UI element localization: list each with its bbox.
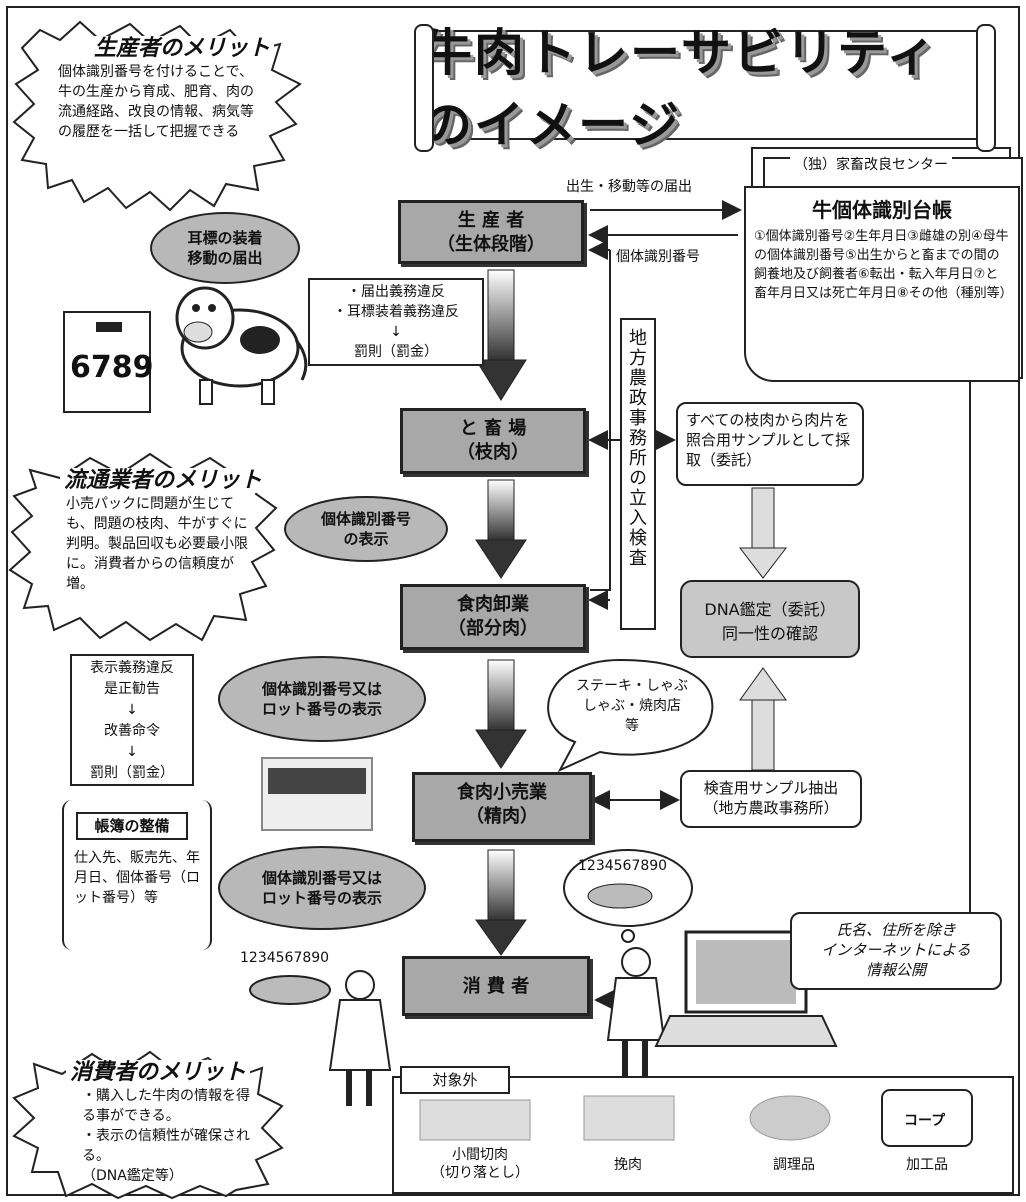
excluded-item-3-img <box>749 1095 831 1141</box>
excluded-item-2: 挽肉 <box>614 1157 642 1173</box>
sample-collection-box: すべての枝肉から肉片を照合用サンプルとして採取（委託） <box>676 402 864 486</box>
meat-pack-left <box>249 975 331 1005</box>
diagram-frame <box>6 6 1020 1196</box>
flow-wholesaler-stage: （部分肉） <box>448 618 538 639</box>
excluded-item-1-img <box>419 1099 531 1141</box>
ledger-bracket <box>62 800 212 950</box>
flow-slaughterhouse-stage: （枝肉） <box>457 442 529 463</box>
distributor-merit-heading-wrap: 流通業者のメリット <box>60 462 267 494</box>
inspection-vertical-text: 地方農政事務所の立入検査 <box>626 328 647 568</box>
shop-illustration <box>261 757 373 831</box>
ear-tag-number: 6789 <box>70 350 154 385</box>
excluded-label: 対象外 <box>400 1066 510 1094</box>
consumer-figure-left <box>328 970 392 1106</box>
flow-arrow-1 <box>475 269 527 401</box>
flow-slaughterhouse-name: と 畜 場 <box>459 418 527 439</box>
internet-disclosure-box: 氏名、住所を除き インターネットによる 情報公開 <box>790 912 1002 990</box>
consumer-merit-heading: 消費者のメリット <box>66 1060 251 1085</box>
flow-arrow-3 <box>475 659 527 769</box>
producer-merit-heading-wrap: 生産者のメリット <box>90 30 275 62</box>
flow-producer-name: 生 産 者 <box>457 210 525 231</box>
distributor-merit-heading: 流通業者のメリット <box>60 468 267 493</box>
penalty-box: 表示義務違反 是正勧告 ↓ 改善命令 ↓ 罰則（罰金） <box>70 654 194 786</box>
number-label-left: 1234567890 <box>240 950 330 966</box>
distributor-merit-body: 小売パックに問題が生じても、問題の枝肉、牛がすぐに判明。製品回収も必要最小限に。… <box>66 496 248 592</box>
ledger-title: 帳簿の整備 <box>76 812 188 840</box>
flow-wholesaler-name: 食肉卸業 <box>457 594 529 615</box>
consumer-merit-body: ・購入した牛肉の情報を得る事ができる。 ・表示の信頼性が確保される。 （DNA鑑… <box>82 1088 250 1184</box>
display-id-lot-ellipse-2: 個体識別番号又は ロット番号の表示 <box>218 846 426 930</box>
registry-body: ①個体識別番号②生年月日③雌雄の別④母牛の個体識別番号⑤出生からと畜までの間の飼… <box>754 229 1013 301</box>
flow-arrow-4 <box>475 849 527 956</box>
display-id-ellipse: 個体識別番号 の表示 <box>284 496 448 562</box>
display-id-lot-ellipse-1: 個体識別番号又は ロット番号の表示 <box>218 656 426 742</box>
birth-report-label: 出生・移動等の届出 <box>566 179 692 195</box>
distributor-burst <box>8 452 278 642</box>
producer-merit-heading: 生産者のメリット <box>90 36 275 61</box>
producer-merit-body: 個体識別番号を付けることで、牛の生産から育成、肥育、肉の流通経路、改良の情報、病… <box>58 64 254 140</box>
violations-box: ・届出義務違反 ・耳標装着義務違反 ↓ 罰則（罰金） <box>308 278 484 366</box>
flow-wholesaler: 食肉卸業 （部分肉） <box>400 584 586 650</box>
ear-tag-illustration <box>63 311 151 413</box>
flow-consumer-name: 消 費 者 <box>462 976 530 997</box>
inspection-vertical-box: 地方農政事務所の立入検査 <box>620 318 656 630</box>
flow-retailer-stage: （精肉） <box>466 806 538 827</box>
excluded-box <box>392 1076 1014 1194</box>
hollow-arrow-up <box>739 667 787 771</box>
excluded-item-4-img <box>881 1089 973 1147</box>
registry-document: 牛個体識別台帳 ①個体識別番号②生年月日③雌雄の別④母牛の個体識別番号⑤出生から… <box>744 186 1020 382</box>
hollow-arrow-down <box>738 487 788 579</box>
excluded-item-4: 加工品 <box>906 1157 948 1173</box>
title-banner: 牛肉トレーサビリティのイメージ <box>414 24 996 154</box>
registry-center: （独）家畜改良センター <box>790 154 952 174</box>
consumer-merit-heading-wrap: 消費者のメリット <box>66 1054 251 1086</box>
excluded-item-2-img <box>583 1095 675 1141</box>
laptop-illustration <box>654 930 838 1047</box>
flow-producer: 生 産 者 （生体段階） <box>398 200 584 264</box>
package-label: コープ <box>904 1113 946 1129</box>
excluded-item-1: 小間切肉 （切り落とし） <box>431 1147 529 1181</box>
ear-tag-ellipse: 耳標の装着 移動の届出 <box>150 212 300 284</box>
flow-retailer: 食肉小売業 （精肉） <box>412 772 592 842</box>
excluded-item-3: 調理品 <box>773 1157 815 1173</box>
flow-consumer: 消 費 者 <box>402 956 590 1016</box>
restaurant-bubble-text: ステーキ・しゃぶ しゃぶ・焼肉店 等 <box>576 678 688 734</box>
flow-producer-stage: （生体段階） <box>437 234 545 255</box>
flow-arrow-2 <box>475 479 527 579</box>
id-number-label: 個体識別番号 <box>616 249 700 265</box>
inspection-line <box>590 250 611 591</box>
dna-line-2: 同一性の確認 <box>721 624 818 643</box>
flow-slaughterhouse: と 畜 場 （枝肉） <box>400 408 586 474</box>
flow-retailer-name: 食肉小売業 <box>457 782 547 803</box>
consumer-figure-right <box>606 947 666 1076</box>
page-title: 牛肉トレーサビリティのイメージ <box>422 24 938 154</box>
dna-box: DNA鑑定（委託） 同一性の確認 <box>680 580 860 658</box>
cow-illustration <box>175 286 308 405</box>
inspection-sample-box: 検査用サンプル抽出 （地方農政事務所） <box>680 770 862 828</box>
producer-burst <box>12 20 302 212</box>
registry-title: 牛個体識別台帳 <box>812 198 952 222</box>
number-label-right: 1234567890 <box>578 858 668 874</box>
restaurant-bubble-shape <box>547 658 714 773</box>
ledger-body: 仕入先、販売先、年月日、個体番号（ロット番号）等 <box>74 850 200 906</box>
dna-line-1: DNA鑑定（委託） <box>704 600 836 619</box>
